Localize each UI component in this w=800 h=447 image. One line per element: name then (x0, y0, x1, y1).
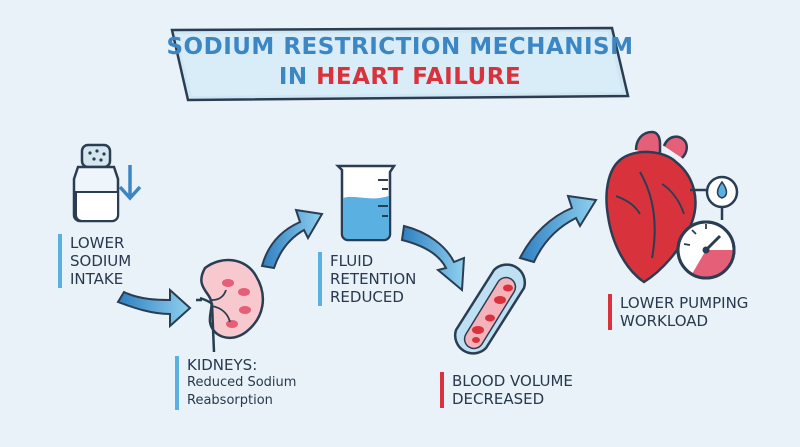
step-label-line: REDUCED (330, 288, 404, 306)
step-label-fluid-retention: FLUID RETENTION REDUCED (318, 252, 416, 306)
step-label-kidneys: KIDNEYS: Reduced Sodium Reabsorption (175, 356, 296, 410)
title-prefix: IN (278, 64, 308, 90)
pressure-gauge-icon (676, 207, 736, 280)
down-arrow-icon (118, 165, 142, 201)
flow-arrow-4 (518, 194, 598, 264)
step-label-line: LOWER (70, 234, 125, 252)
step-label-line: RETENTION (330, 270, 417, 288)
diagram-title-line-2: IN HEART FAILURE (0, 64, 800, 90)
blood-vessel-icon (453, 263, 527, 355)
flow-arrow-2 (260, 208, 324, 270)
step-label-heading: KIDNEYS: (187, 356, 258, 374)
kidney-icon (196, 258, 264, 353)
step-label-pumping-workload: LOWER PUMPING WORKLOAD (608, 294, 748, 330)
step-label-line: LOWER PUMPING (620, 294, 749, 312)
heart-icon (605, 130, 697, 284)
step-label-blood-volume: BLOOD VOLUME DECREASED (440, 372, 573, 408)
step-label-line: INTAKE (70, 270, 124, 288)
title-accent: HEART FAILURE (316, 64, 522, 90)
step-label-sodium-intake: LOWER SODIUM INTAKE (58, 234, 131, 288)
diagram-title-line-1: SODIUM RESTRICTION MECHANISM (166, 34, 634, 60)
title-banner (170, 26, 630, 102)
step-label-line: DECREASED (452, 390, 545, 408)
step-label-line: Reduced Sodium (187, 375, 297, 390)
flow-arrow-1 (116, 287, 192, 329)
step-label-line: Reabsorption (187, 393, 273, 408)
step-label-line: BLOOD VOLUME (452, 372, 573, 390)
flow-arrow-3 (400, 224, 466, 293)
step-label-line: WORKLOAD (620, 312, 709, 330)
salt-shaker-icon (72, 143, 120, 223)
beaker-icon (334, 164, 397, 242)
step-label-line: SODIUM (70, 252, 132, 270)
step-label-line: FLUID (330, 252, 374, 270)
drop-gauge-icon (690, 175, 739, 209)
